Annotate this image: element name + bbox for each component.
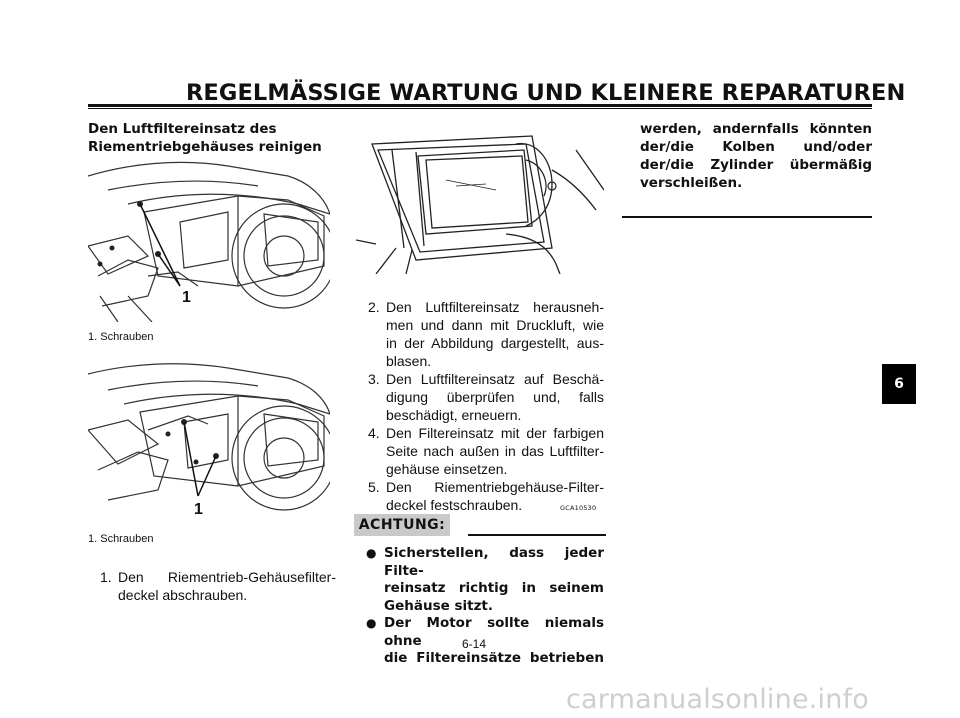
notice-line: Sicherstellen, dass jeder Filte- [384, 545, 604, 579]
list-item: 4. Den Filtereinsatz mit der farbigen Se… [368, 424, 604, 478]
section-heading-line: Den Luftfiltereinsatz des [88, 121, 277, 137]
step-line: men und dann mit Druckluft, wie [386, 317, 604, 333]
list-item: 2. Den Luftfiltereinsatz herausneh- men … [368, 298, 604, 370]
list-item: 5. Den Riementriebgehäuse-Filter- deckel… [368, 478, 604, 514]
watermark: carmanualsonline.info [566, 684, 869, 715]
step-number: 5. [368, 479, 380, 495]
figure2-callout: 1 [194, 501, 203, 518]
figure-caption-1: 1. Schrauben [88, 331, 154, 343]
figure-belt-cover-screws-1: 1 [88, 156, 330, 322]
step-number: 1. [100, 569, 112, 585]
chapter-tab[interactable]: 6 [882, 364, 916, 404]
step-line: gehäuse einsetzen. [386, 461, 508, 477]
notice-rule [468, 534, 606, 536]
step-line: Seite nach außen in das Luftfilter- [386, 443, 604, 459]
step-line: in der Abbildung dargestellt, aus- [386, 335, 604, 351]
notice-code: GCA10530 [560, 504, 597, 512]
step-number: 2. [368, 299, 380, 315]
step-line: deckel abschrauben. [118, 587, 248, 603]
header-rule [88, 104, 872, 107]
notice-text: Der Motor sollte niemals ohne die Filter… [384, 615, 604, 668]
step-line: Den Riementrieb-Gehäusefilter- [118, 569, 336, 585]
notice-end-rule [622, 216, 872, 218]
bullet-icon: ● [366, 616, 377, 630]
notice-line: werden, andernfalls könnten [640, 121, 872, 137]
step-number: 3. [368, 371, 380, 387]
notice-line: verschleißen. [640, 175, 743, 191]
step-line: blasen. [386, 353, 432, 369]
step-text: Den Luftfiltereinsatz herausneh- men und… [386, 298, 604, 370]
section-heading: Den Luftfiltereinsatz des Riementriebgeh… [88, 120, 338, 156]
steps-left: 1. Den Riementrieb-Gehäusefilter- deckel… [100, 568, 336, 604]
step-line: beschädigt, erneuern. [386, 407, 522, 423]
section-heading-line: Riementriebgehäuses reinigen [88, 139, 322, 155]
notice-line: der/die Kolben und/oder [640, 139, 872, 155]
step-line: deckel festschrauben. [386, 497, 523, 513]
notice-continued: werden, andernfalls könnten der/die Kolb… [640, 120, 872, 192]
notice-line: die Filtereinsätze betrieben [384, 650, 604, 666]
figure-filter-element [356, 130, 604, 274]
step-line: digung überprüfen und, falls [386, 389, 604, 405]
list-item: ● Der Motor sollte niemals ohne die Filt… [366, 615, 604, 668]
page-number: 6-14 [462, 637, 487, 651]
notice-text: Sicherstellen, dass jeder Filte- reinsat… [384, 545, 604, 615]
step-text: Den Filtereinsatz mit der farbigen Seite… [386, 424, 604, 478]
filter-element-illustration [356, 135, 604, 274]
notice-line: Gehäuse sitzt. [384, 597, 494, 614]
step-text: Den Luftfiltereinsatz auf Beschä- digung… [386, 370, 604, 424]
scooter-illustration-1: 1 [88, 161, 330, 322]
notice-line: Der Motor sollte niemals ohne [384, 615, 604, 649]
bullet-icon: ● [366, 546, 377, 560]
notice-line: der/die Zylinder übermäßig [640, 157, 872, 173]
steps-middle: 2. Den Luftfiltereinsatz herausneh- men … [368, 298, 604, 514]
step-line: Den Riementriebgehäuse-Filter- [386, 479, 604, 495]
scooter-illustration-2: 1 [88, 363, 330, 518]
step-line: Den Luftfiltereinsatz herausneh- [386, 299, 604, 315]
list-item: 3. Den Luftfiltereinsatz auf Beschä- dig… [368, 370, 604, 424]
step-line: Den Luftfiltereinsatz auf Beschä- [386, 371, 604, 387]
step-line: Den Filtereinsatz mit der farbigen [386, 425, 604, 441]
notice-line: reinsatz richtig in seinem [384, 580, 604, 596]
step-text: Den Riementrieb-Gehäusefilter- deckel ab… [118, 568, 336, 604]
figure1-callout: 1 [182, 289, 191, 306]
page-header-title: REGELMÄSSIGE WARTUNG UND KLEINERE REPARA… [186, 80, 906, 106]
step-number: 4. [368, 425, 380, 441]
notice-label: ACHTUNG: [354, 514, 450, 536]
header-rule-thin [88, 108, 872, 109]
notice-items: ● Sicherstellen, dass jeder Filte- reins… [366, 545, 604, 668]
figure-belt-cover-screws-2: 1 [88, 360, 330, 526]
list-item: ● Sicherstellen, dass jeder Filte- reins… [366, 545, 604, 615]
figure-caption-2: 1. Schrauben [88, 533, 154, 545]
list-item: 1. Den Riementrieb-Gehäusefilter- deckel… [100, 568, 336, 604]
step-text: Den Riementriebgehäuse-Filter- deckel fe… [386, 478, 604, 514]
